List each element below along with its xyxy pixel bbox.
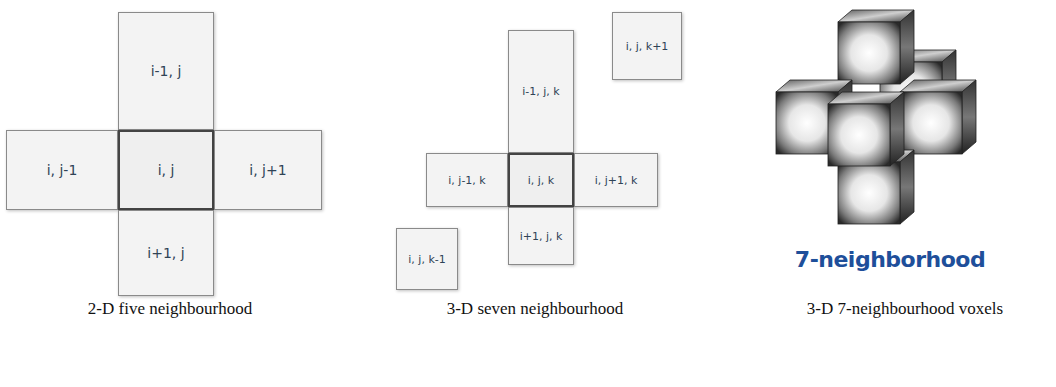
cell-label: i, j, k-1 [408, 253, 445, 266]
cell-label: i-1, j, k [522, 85, 559, 98]
panel-caption: 2-D five neighbourhood [70, 298, 270, 319]
neighbour-cell: i, j-1, k [426, 153, 508, 207]
voxel [828, 92, 904, 166]
cell-label: i, j+1, k [595, 174, 638, 187]
cell-label: i, j, k+1 [626, 40, 669, 53]
neighbour-cell: i, j, k [508, 153, 574, 207]
figure-title: 7-neighborhood [780, 246, 1000, 274]
neighbour-cell: i, j, k-1 [396, 228, 458, 290]
neighbour-cell: i-1, j, k [508, 30, 574, 153]
cell-label: i, j-1, k [448, 174, 485, 187]
cell-label: i-1, j [151, 63, 182, 79]
panel-caption: 3-D 7-neighbourhood voxels [805, 298, 1005, 319]
voxel [838, 10, 914, 84]
neighbour-cell: i, j-1 [6, 130, 118, 210]
panel-caption: 3-D seven neighbourhood [430, 298, 640, 319]
cell-label: i, j+1 [249, 162, 286, 178]
cell-label: i+1, j, k [520, 230, 563, 243]
neighbour-cell: i, j [118, 130, 214, 210]
neighbour-cell: i+1, j [118, 210, 214, 296]
neighbour-cell: i, j, k+1 [612, 12, 682, 80]
neighbour-cell: i+1, j, k [508, 207, 574, 265]
neighbour-cell: i, j+1, k [574, 153, 658, 207]
cell-label: i, j, k [528, 174, 554, 187]
cell-label: i, j-1 [47, 162, 78, 178]
neighbour-cell: i, j+1 [214, 130, 322, 210]
neighbour-cell: i-1, j [118, 12, 214, 130]
cell-label: i, j [158, 162, 175, 178]
voxel [900, 80, 976, 154]
cell-label: i+1, j [147, 245, 184, 261]
